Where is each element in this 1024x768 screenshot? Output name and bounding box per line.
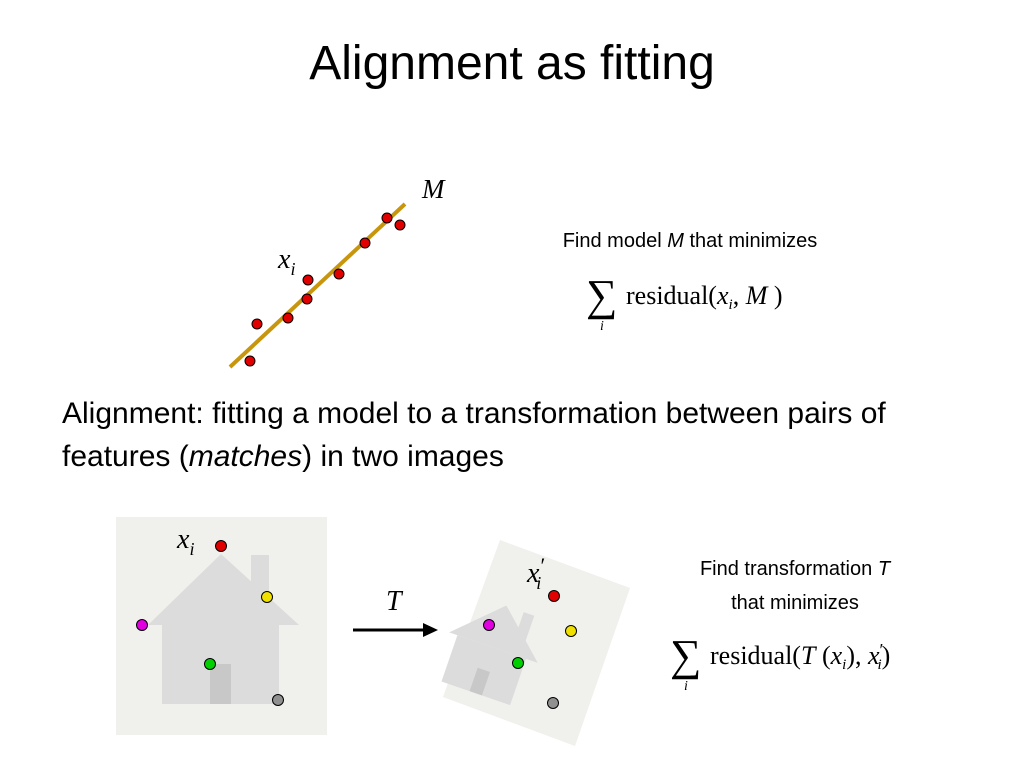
target-point-green [512, 657, 524, 669]
slide-title: Alignment as fitting [309, 37, 715, 90]
model-label: M [421, 174, 446, 204]
data-point [251, 318, 263, 330]
data-point [394, 219, 406, 231]
data-point [302, 274, 314, 286]
residual-expression: residual(T (xi), x′i) [710, 640, 890, 673]
target-point-magenta [483, 619, 495, 631]
target-point-gray [547, 697, 559, 709]
source-roof [148, 554, 299, 625]
source-point-red [215, 540, 227, 552]
data-points [244, 212, 406, 367]
transform-arrow [353, 623, 438, 637]
data-point [244, 355, 256, 367]
house-transform-figure: xi T x′i [116, 517, 630, 746]
source-point-yellow [261, 591, 273, 603]
sum-symbol: ∑ [586, 271, 617, 320]
source-door [210, 664, 231, 704]
transform-formula: ∑ i residual(T (xi), x′i) [670, 631, 890, 694]
sum-index: i [684, 679, 688, 694]
point-label: xi [277, 244, 295, 279]
sum-symbol: ∑ [670, 631, 701, 680]
model-line [228, 202, 407, 369]
target-image: x′i [441, 540, 630, 746]
line-fitting-figure: M xi [228, 174, 446, 369]
source-point-label: xi [176, 524, 194, 559]
data-point [359, 237, 371, 249]
alignment-definition: Alignment: fitting a model to a transfor… [62, 397, 886, 473]
data-point [381, 212, 393, 224]
source-point-gray [272, 694, 284, 706]
transform-caption-line2: that minimizes [731, 592, 859, 614]
target-house [441, 605, 538, 706]
data-point [333, 268, 345, 280]
data-point [301, 293, 313, 305]
transform-label: T [386, 586, 404, 617]
source-point-magenta [136, 619, 148, 631]
source-image: xi [116, 517, 327, 735]
target-point-red [548, 590, 560, 602]
residual-expression: residual(xi, M ) [626, 281, 783, 313]
source-point-green [204, 658, 216, 670]
target-point-label: x′i [526, 553, 545, 593]
transform-caption: Find transformation T that minimizes [640, 552, 950, 620]
fit-caption: Find model M that minimizes [562, 230, 818, 252]
transform-caption-line1: Find transformation T [699, 558, 891, 580]
data-point [282, 312, 294, 324]
sum-index: i [600, 319, 604, 334]
target-point-yellow [565, 625, 577, 637]
fit-formula: ∑ i residual(xi, M ) [586, 271, 783, 334]
